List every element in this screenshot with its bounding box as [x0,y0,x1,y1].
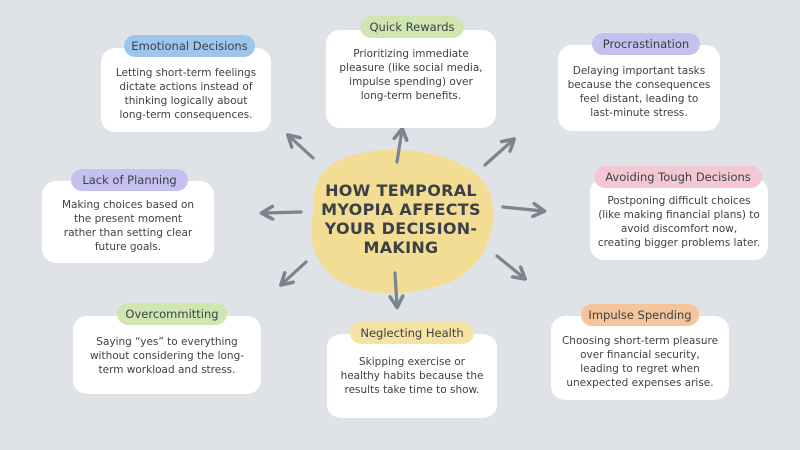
card-lack-of-planning: Making choices based on the present mome… [42,181,214,263]
card-text-line: leading to regret when [580,363,700,375]
card-text-line: without considering the long- [89,350,245,362]
label-procrastination: Procrastination [592,33,700,55]
card-text-line: (like making financial plans) to [598,209,760,221]
card-procrastination: Delaying important tasks because the con… [558,45,720,131]
card-text-line: results take time to show. [344,384,480,396]
card-text-line: Postponing difficult choices [607,195,751,207]
card-text-line: unexpected expenses arise. [566,377,714,389]
center-title-line: MYOPIA AFFECTS [321,200,481,219]
arrow-emotional-decisions [289,136,315,160]
card-text-line: Choosing short-term pleasure [561,335,719,347]
card-text-line: healthy habits because the [340,370,484,382]
card-impulse-spending: Choosing short-term pleasure over financ… [551,316,729,400]
card-neglecting-health: Skipping exercise or healthy habits beca… [327,334,497,418]
center-title-line: HOW TEMPORAL [325,181,477,200]
label-avoiding-tough-decisions: Avoiding Tough Decisions [594,166,762,188]
card-text-line: last-minute stress. [590,107,688,119]
card-text-line: rather than setting clear [63,227,193,239]
arrow-avoiding-tough-decisions [501,207,543,211]
card-text-line: Skipping exercise or [359,356,465,368]
label-emotional-decisions: Emotional Decisions [124,35,255,57]
card-text-line: impulse spending) over [349,76,473,88]
card-overcommitting: Saying “yes” to everything without consi… [73,316,261,394]
card-text-line: the present moment [74,213,182,225]
label-lack-of-planning: Lack of Planning [71,169,188,191]
card-text-line: feel distant, leading to [579,93,699,105]
card-text-line: long-term benefits. [360,90,462,102]
arrow-procrastination [483,140,513,167]
card-text-line: Delaying important tasks [572,65,706,77]
arrow-quick-rewards [397,130,402,164]
card-text-line: over financial security, [580,349,700,361]
card-emotional-decisions: Letting short-term feelings dictate acti… [101,48,271,132]
card-text-line: Prioritizing immediate [353,48,469,60]
card-text-line: term workload and stress. [98,364,236,376]
label-impulse-spending: Impulse Spending [581,304,699,326]
center-blob [311,149,494,294]
card-text-line: Letting short-term feelings [115,67,257,79]
card-text-line: creating bigger problems later. [597,237,761,249]
card-text-line: Saying “yes” to everything [96,336,238,348]
arrow-lack-of-planning [263,212,303,213]
label-neglecting-health: Neglecting Health [350,322,474,344]
card-text-line: because the consequences [567,79,711,91]
center-title-line: MAKING [363,238,439,257]
label-quick-rewards: Quick Rewards [360,16,464,38]
card-text-line: dictate actions instead of [119,81,253,93]
center-title-line: YOUR DECISION- [324,219,478,238]
card-text-line: pleasure (like social media, [339,62,483,74]
arrow-impulse-spending [495,254,524,278]
card-text-line: long-term consequences. [119,109,253,121]
center-title: HOW TEMPORAL MYOPIA AFFECTS YOUR DECISIO… [318,181,484,257]
card-avoiding-tough-decisions: Postponing difficult choices (like makin… [590,178,768,260]
card-text-line: thinking logically about [124,95,248,107]
card-text-line: avoid discomfort now, [620,223,738,235]
card-quick-rewards: Prioritizing immediate pleasure (like so… [326,30,496,128]
card-text-line: future goals. [94,241,162,253]
card-text-line: Making choices based on [61,199,195,211]
arrow-overcommitting [282,260,308,284]
arrow-neglecting-health [395,271,397,306]
label-overcommitting: Overcommitting [117,303,227,325]
